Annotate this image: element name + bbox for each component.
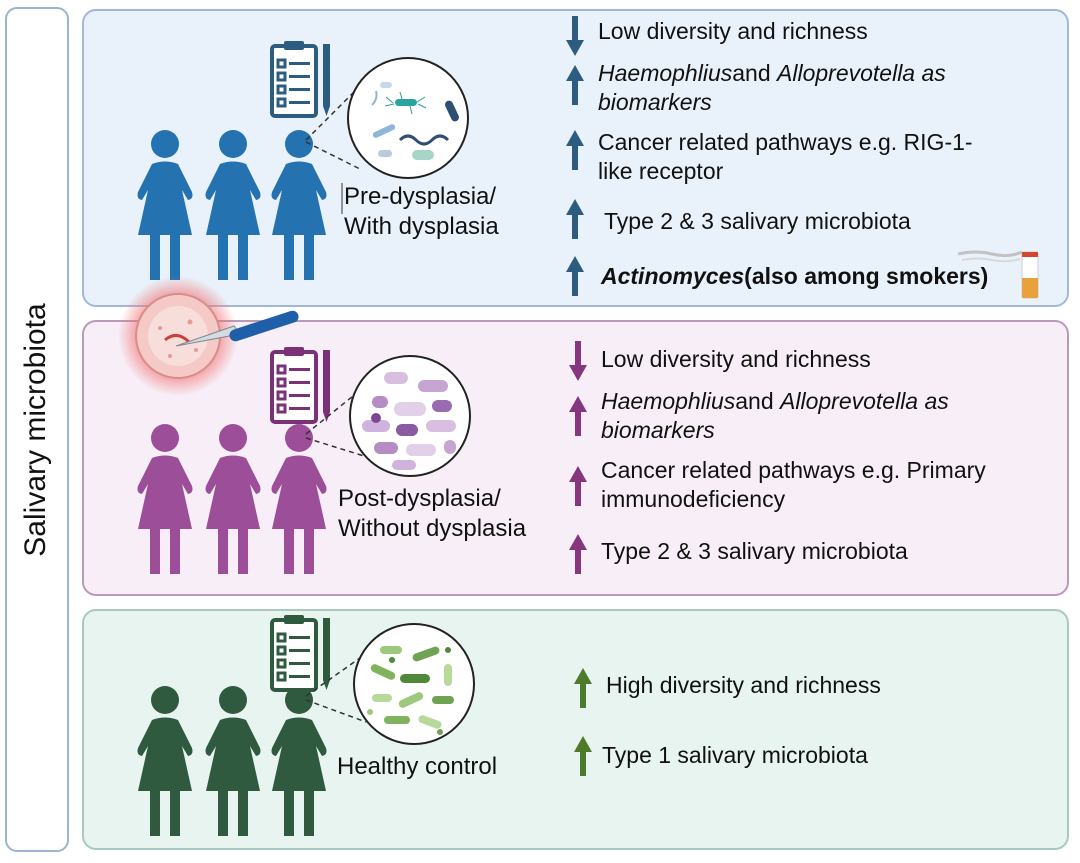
post-feature-type: Type 2 & 3 salivary microbiota bbox=[601, 538, 908, 564]
pre-genus-alloprevotella: Alloprevotella as bbox=[777, 60, 946, 86]
sidebar-title: Salivary microbiota bbox=[19, 303, 52, 557]
pre-smokers-text: (also among smokers) bbox=[744, 263, 989, 289]
post-genus-alloprevotella: Alloprevotella as bbox=[780, 388, 949, 414]
post-pathways-line2: immunodeficiency bbox=[601, 486, 786, 512]
healthy-feature-type: Type 1 salivary microbiota bbox=[602, 742, 868, 768]
panel-healthy-control bbox=[82, 609, 1069, 850]
post-genus-haemophilus: Haemophlius bbox=[601, 388, 736, 414]
post-label-line1: Post-dysplasia/ bbox=[338, 485, 501, 512]
post-feature-diversity: Low diversity and richness bbox=[601, 346, 871, 372]
sidebar-frame bbox=[5, 7, 69, 852]
pre-feature-biomarkers: Haemophliusand Alloprevotella as biomark… bbox=[598, 59, 1038, 117]
pre-label-line1: Pre-dysplasia/ bbox=[344, 183, 497, 210]
post-and-text: and bbox=[735, 388, 781, 414]
pre-label-line2: With dysplasia bbox=[344, 213, 499, 240]
pre-and-text: and bbox=[732, 60, 778, 86]
pre-feature-pathways: Cancer related pathways e.g. RIG-1- like… bbox=[598, 128, 1038, 186]
pre-feature-actinomyces: Actinomyces(also among smokers) bbox=[601, 262, 1021, 291]
pre-genus-actinomyces: Actinomyces bbox=[601, 263, 745, 289]
healthy-feature-diversity: High diversity and richness bbox=[606, 672, 881, 698]
healthy-group-label: Healthy control bbox=[337, 753, 498, 780]
post-feature-biomarkers: Haemophliusand Alloprevotella as biomark… bbox=[601, 387, 1041, 445]
pre-group-label: Pre-dysplasia/ With dysplasia bbox=[344, 182, 499, 242]
pre-pathways-line2: like receptor bbox=[598, 158, 724, 184]
pre-feature-diversity: Low diversity and richness bbox=[598, 18, 868, 44]
post-feature-pathways: Cancer related pathways e.g. Primary imm… bbox=[601, 456, 1041, 514]
pre-biomarkers-text: biomarkers bbox=[598, 89, 712, 115]
post-biomarkers-text: biomarkers bbox=[601, 417, 715, 443]
pre-pathways-line1: Cancer related pathways e.g. RIG-1- bbox=[598, 129, 973, 155]
post-group-label: Post-dysplasia/ Without dysplasia bbox=[338, 484, 526, 544]
pre-feature-type: Type 2 & 3 salivary microbiota bbox=[604, 208, 911, 234]
pre-genus-haemophilus: Haemophlius bbox=[598, 60, 733, 86]
post-pathways-line1: Cancer related pathways e.g. Primary bbox=[601, 457, 986, 483]
post-label-line2: Without dysplasia bbox=[338, 515, 527, 542]
